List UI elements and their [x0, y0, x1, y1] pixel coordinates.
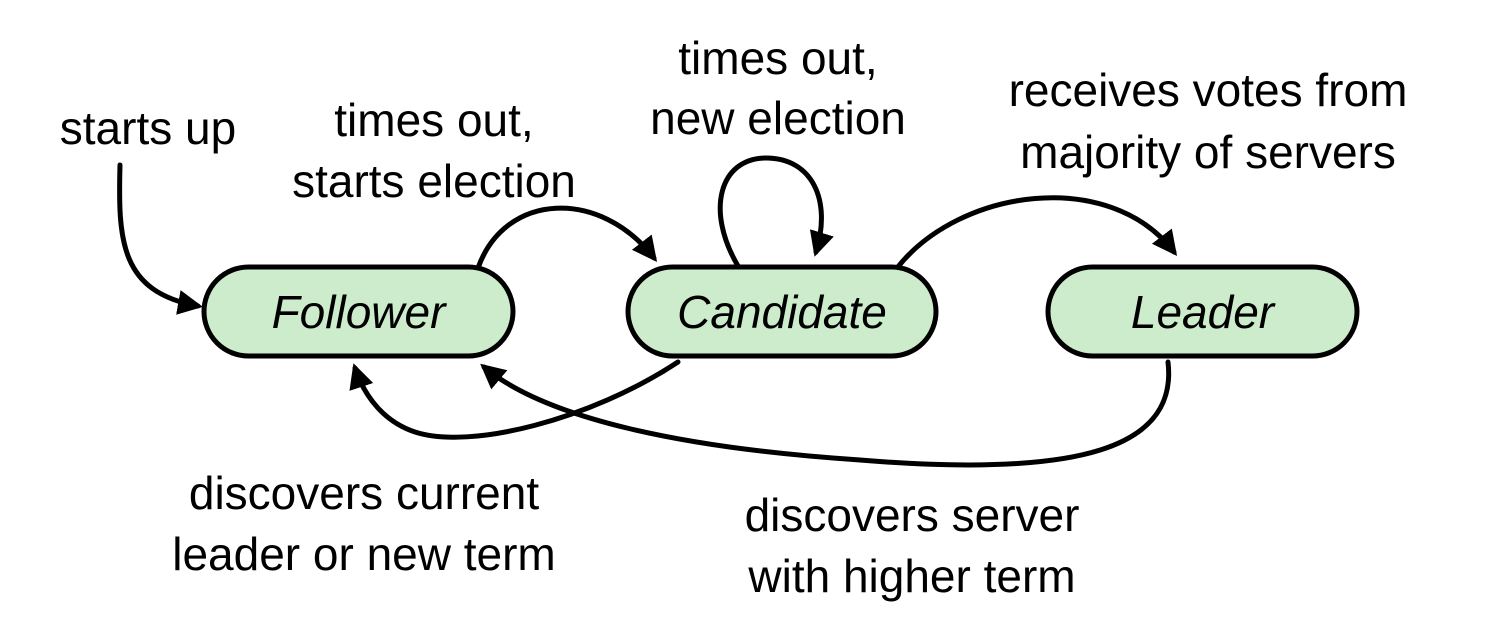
label-follower-to-candidate: times out, starts election: [292, 94, 576, 207]
label-candidate-to-follower-line2: leader or new term: [172, 528, 556, 580]
state-follower-label: Follower: [272, 286, 448, 338]
arrow-leader-to-follower: [480, 359, 1172, 468]
label-candidate-to-leader-line1: receives votes from: [1009, 64, 1408, 116]
label-leader-to-follower-line1: discovers server: [745, 489, 1080, 541]
label-start: starts up: [60, 102, 236, 154]
state-candidate: Candidate: [625, 264, 939, 359]
arrow-start: [117, 162, 203, 315]
label-candidate-to-leader: receives votes from majority of servers: [1009, 64, 1408, 178]
label-start-line1: starts up: [60, 102, 236, 154]
label-follower-to-candidate-line2: starts election: [292, 155, 576, 207]
label-follower-to-candidate-line1: times out,: [334, 94, 533, 146]
label-candidate-self: times out, new election: [650, 32, 906, 144]
state-candidate-label: Candidate: [677, 286, 887, 338]
arrow-follower-to-candidate: [475, 205, 658, 271]
label-candidate-to-follower-line1: discovers current: [189, 467, 539, 519]
arrow-candidate-to-leader: [894, 195, 1178, 271]
label-candidate-to-follower: discovers current leader or new term: [172, 467, 556, 580]
label-candidate-self-line1: times out,: [678, 32, 877, 84]
state-leader-label: Leader: [1131, 286, 1276, 338]
label-candidate-self-line2: new election: [650, 92, 906, 144]
arrow-candidate-to-follower: [349, 359, 681, 440]
label-leader-to-follower-line2: with higher term: [747, 550, 1075, 602]
label-candidate-to-leader-line2: majority of servers: [1020, 126, 1396, 178]
state-follower: Follower: [201, 264, 516, 359]
state-leader: Leader: [1045, 264, 1360, 359]
arrow-candidate-self-loop: [717, 155, 834, 269]
label-leader-to-follower: discovers server with higher term: [745, 489, 1080, 602]
